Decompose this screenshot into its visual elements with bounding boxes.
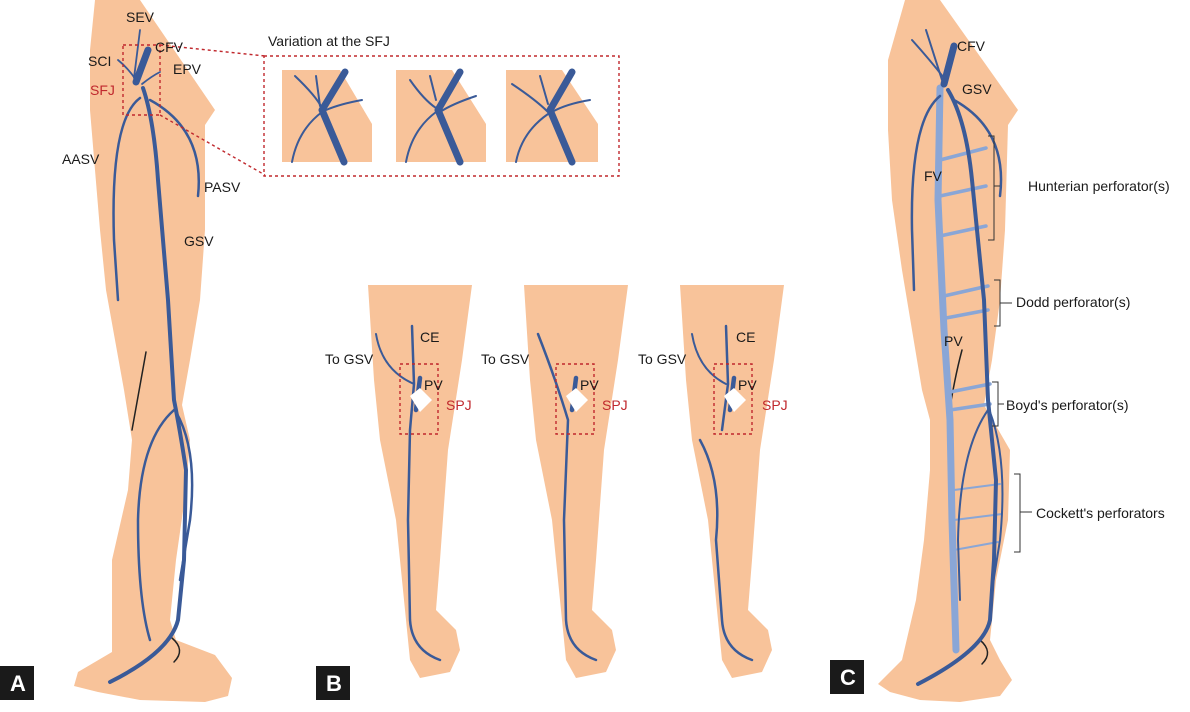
label-pasv: PASV bbox=[204, 179, 241, 195]
label-spj-b2: SPJ bbox=[602, 397, 628, 413]
variation-3 bbox=[506, 70, 598, 162]
variation-2 bbox=[396, 70, 486, 162]
leg-a-silhouette bbox=[74, 0, 232, 702]
leg-b2: To GSV PV SPJ bbox=[481, 285, 628, 678]
brace-cockett bbox=[1014, 474, 1032, 552]
label-to-gsv-b2: To GSV bbox=[481, 351, 530, 367]
inset-title: Variation at the SFJ bbox=[268, 33, 390, 49]
panel-letter-a: A bbox=[10, 671, 26, 696]
label-pv-c: PV bbox=[944, 333, 963, 349]
label-to-gsv-b1: To GSV bbox=[325, 351, 374, 367]
leg-b1: To GSV CE PV SPJ bbox=[325, 285, 472, 678]
variation-1 bbox=[282, 70, 372, 162]
label-gsv-a: GSV bbox=[184, 233, 214, 249]
sfj-variation-inset: Variation at the SFJ bbox=[264, 33, 619, 176]
label-cockett: Cockett's perforators bbox=[1036, 505, 1165, 521]
label-aasv: AASV bbox=[62, 151, 100, 167]
label-fv-c: FV bbox=[924, 168, 943, 184]
panel-b: To GSV CE PV SPJ To GSV PV SPJ To GSV bbox=[316, 285, 788, 700]
label-spj-b3: SPJ bbox=[762, 397, 788, 413]
label-ce-b3: CE bbox=[736, 329, 755, 345]
label-cfv-c: CFV bbox=[957, 38, 986, 54]
label-sev: SEV bbox=[126, 9, 155, 25]
label-spj-b1: SPJ bbox=[446, 397, 472, 413]
label-cfv: CFV bbox=[155, 39, 184, 55]
label-to-gsv-b3: To GSV bbox=[638, 351, 687, 367]
leg-b3: To GSV CE PV SPJ bbox=[638, 285, 788, 678]
panel-letter-b: B bbox=[326, 671, 342, 696]
panel-c: CFV GSV FV PV Hunterian perforator(s) Do… bbox=[830, 0, 1170, 702]
label-pv-b3: PV bbox=[738, 377, 757, 393]
panel-letter-c: C bbox=[840, 665, 856, 690]
label-epv: EPV bbox=[173, 61, 202, 77]
label-gsv-c: GSV bbox=[962, 81, 992, 97]
label-hunterian: Hunterian perforator(s) bbox=[1028, 178, 1170, 194]
brace-boyd bbox=[992, 382, 1004, 426]
label-sci: SCI bbox=[88, 53, 111, 69]
label-dodd: Dodd perforator(s) bbox=[1016, 294, 1130, 310]
label-ce-b1: CE bbox=[420, 329, 439, 345]
label-sfj: SFJ bbox=[90, 82, 115, 98]
label-pv-b2: PV bbox=[580, 377, 599, 393]
label-pv-b1: PV bbox=[424, 377, 443, 393]
label-boyd: Boyd's perforator(s) bbox=[1006, 397, 1129, 413]
